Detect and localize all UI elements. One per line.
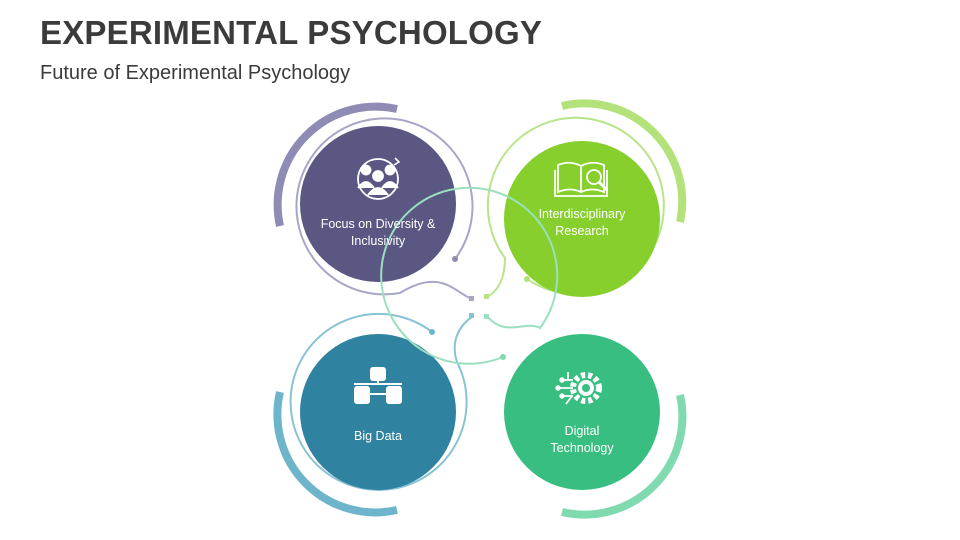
database-network-icon: [354, 367, 402, 404]
node-big-data: [273, 312, 474, 517]
center-junction: [469, 294, 489, 319]
node-diversity-outer-arc: [273, 102, 398, 227]
node-interdisciplinary-dot: [524, 276, 530, 282]
node-digital-technology-outer-arc: [561, 394, 687, 519]
node-digital-technology-dot: [500, 354, 506, 360]
node-diversity-connector: [295, 117, 474, 299]
page-subtitle: Future of Experimental Psychology: [40, 62, 351, 84]
node-interdisciplinary-label: Interdisciplinary Research: [538, 207, 626, 238]
node-interdisciplinary-circle: [504, 141, 660, 297]
node-big-data-dot: [429, 329, 435, 335]
node-digital-technology-connector: [380, 186, 559, 365]
node-diversity-label: Focus on Diversity & Inclusivity: [320, 217, 436, 248]
page-title: EXPERIMENTAL PSYCHOLOGY: [40, 14, 543, 51]
digital-gear-icon: [555, 372, 602, 405]
node-digital-technology-circle: [504, 334, 660, 490]
node-digital-technology-label: Digital Technology: [550, 424, 614, 455]
node-big-data-connector: [289, 312, 474, 491]
book-magnifier-icon: [554, 161, 609, 197]
node-diversity-circle: [300, 126, 456, 282]
node-diversity: [273, 102, 474, 299]
node-interdisciplinary: [486, 99, 687, 298]
node-interdisciplinary-outer-arc: [561, 99, 687, 223]
node-big-data-label: Big Data: [354, 429, 402, 443]
node-big-data-circle: [300, 334, 456, 490]
node-digital-technology: [380, 186, 687, 519]
node-diversity-dot: [452, 256, 458, 262]
diversity-people-icon: [357, 157, 401, 200]
node-big-data-outer-arc: [273, 391, 398, 517]
